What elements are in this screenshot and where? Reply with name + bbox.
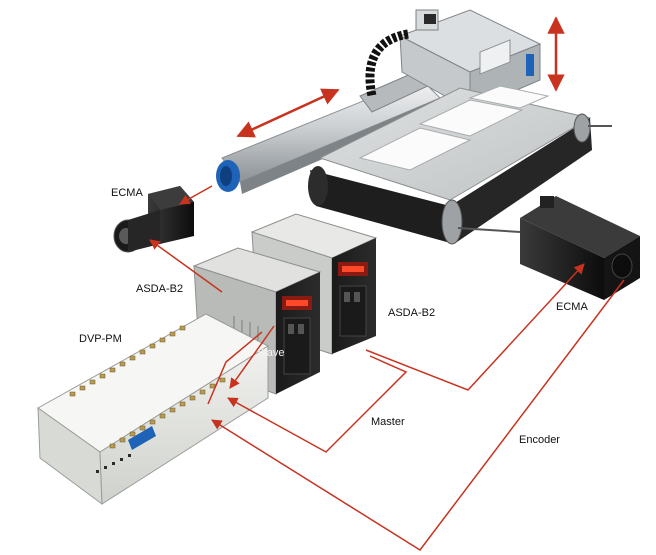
motion-arrows: [236, 16, 565, 138]
signal-wires: [149, 185, 625, 551]
wire-slave-plc: [207, 331, 263, 405]
label-slave: Slave: [257, 347, 285, 359]
wire-master-plc: [227, 355, 408, 453]
wire-encoder: [211, 279, 625, 551]
label-ecma-left: ECMA: [111, 187, 143, 199]
wire-slave-plc-b: [229, 325, 275, 389]
label-dvp: DVP-PM: [79, 333, 122, 345]
conveyor: [308, 85, 612, 245]
double-arrow-horizontal: [236, 88, 340, 138]
label-encoder: Encoder: [519, 434, 560, 446]
wire-gantry-motor: [179, 185, 213, 205]
wire-slave-motor: [149, 239, 223, 293]
label-master: Master: [371, 416, 405, 428]
label-asda-left: ASDA-B2: [136, 283, 184, 295]
plc-controller: [37, 313, 270, 506]
servo-motor-right: [520, 196, 640, 300]
label-ecma-right: ECMA: [556, 301, 588, 313]
label-asda-right: ASDA-B2: [388, 307, 436, 319]
servo-motor-left: [113, 186, 194, 253]
wire-master-motor: [365, 263, 585, 391]
